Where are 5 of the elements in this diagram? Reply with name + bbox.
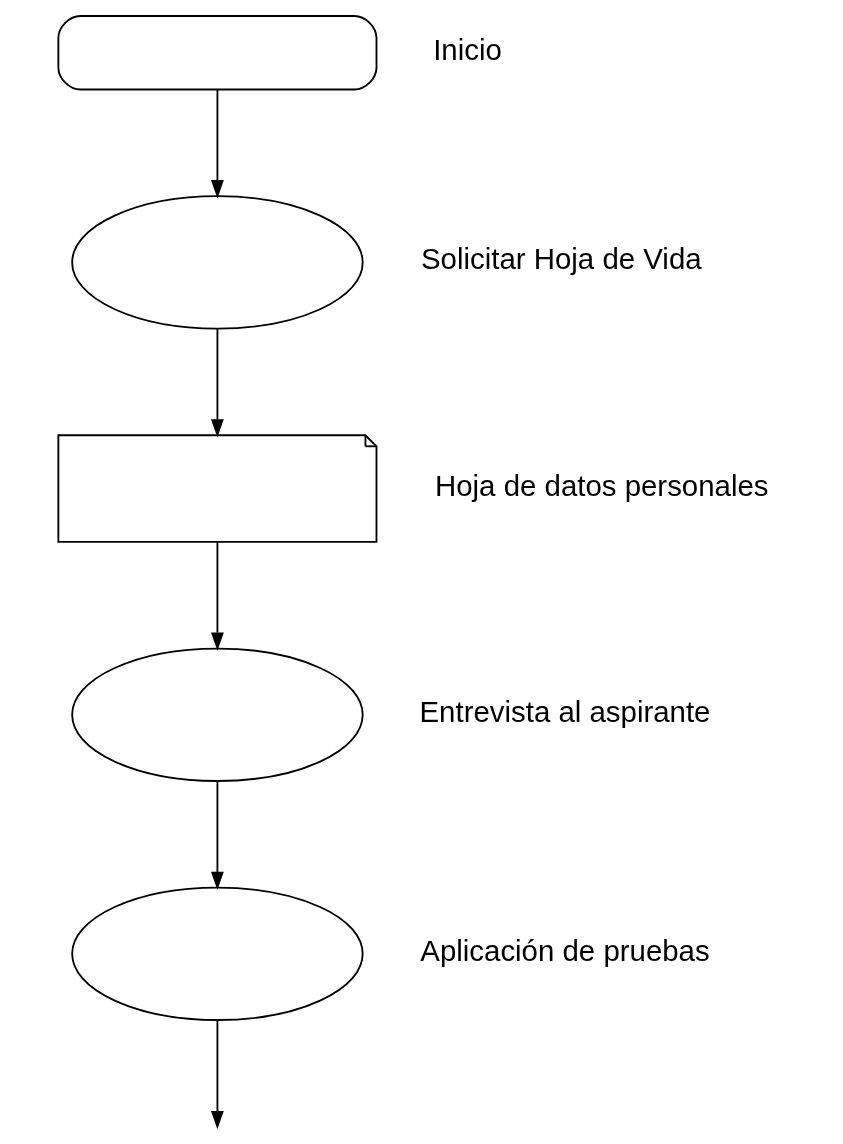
node-label: Solicitar Hoja de Vida xyxy=(420,242,702,276)
node-label: Entrevista al aspirante xyxy=(419,694,710,728)
node-label: Aplicación de pruebas xyxy=(419,933,710,967)
node-label: Hoja de datos personales xyxy=(434,468,768,502)
node-label: Inicio xyxy=(432,32,502,66)
